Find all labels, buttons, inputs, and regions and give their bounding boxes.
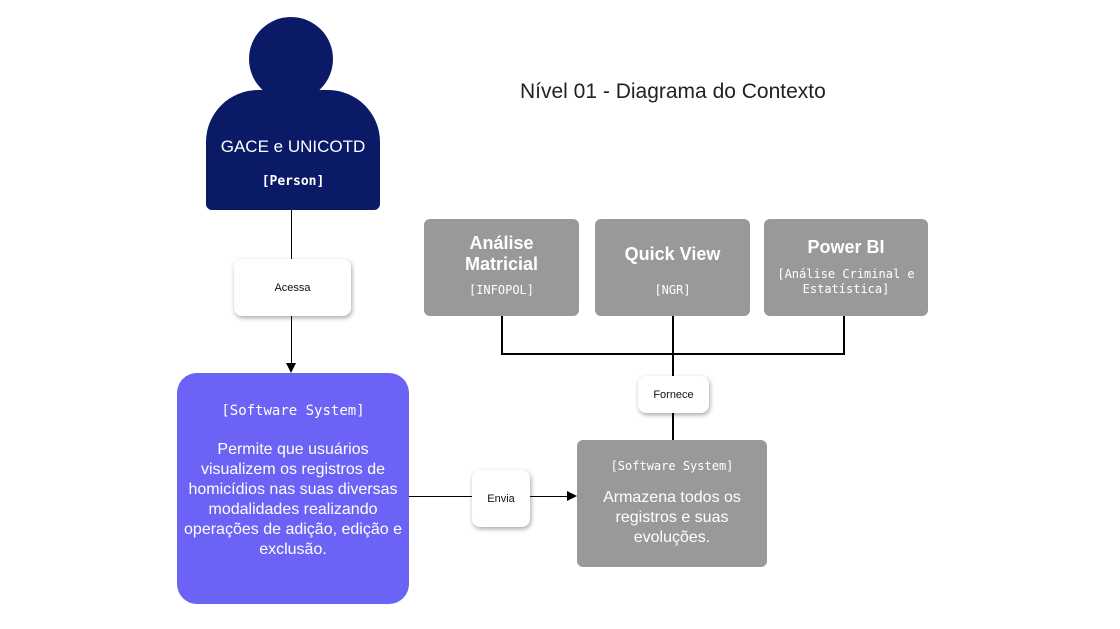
fornece-connector-left <box>501 316 503 354</box>
external-system-analise-matricial[interactable]: Análise Matricial [INFOPOL] <box>424 219 579 316</box>
external-system-power-bi[interactable]: Power BI [Análise Criminal e Estatística… <box>764 219 928 316</box>
envia-label[interactable]: Envia <box>472 470 530 527</box>
fornece-connector-down-top <box>672 354 674 376</box>
external-system-type: [INFOPOL] <box>468 283 535 297</box>
fornece-connector-middle <box>672 316 674 354</box>
person-name: GACE e UNICOTD <box>220 137 366 156</box>
acessa-connector-bottom <box>291 316 292 364</box>
fornece-connector-right <box>843 316 845 354</box>
storage-software-system[interactable]: [Software System] Armazena todos os regi… <box>577 440 767 567</box>
external-system-name: Power BI <box>807 237 885 257</box>
envia-arrowhead <box>567 491 577 501</box>
storage-system-type: [Software System] <box>610 459 734 473</box>
person-type: [Person] <box>261 174 325 189</box>
external-system-name: Quick View <box>624 244 721 264</box>
fornece-label[interactable]: Fornece <box>638 376 709 413</box>
acessa-label[interactable]: Acessa <box>234 259 351 316</box>
envia-connector-right <box>530 496 568 497</box>
main-system-description: Permite que usuários visualizem os regis… <box>184 441 402 558</box>
envia-connector-left <box>409 496 472 497</box>
external-system-quick-view[interactable]: Quick View [NGR] <box>595 219 750 316</box>
acessa-connector-top <box>291 210 292 259</box>
main-system-type: [Software System] <box>221 403 365 419</box>
external-system-type: [NGR] <box>654 283 691 297</box>
diagram-title: Nível 01 - Diagrama do Contexto <box>520 80 826 103</box>
person-node[interactable]: GACE e UNICOTD [Person] <box>206 90 380 210</box>
person-head-shape <box>249 17 333 101</box>
external-system-type: [Análise Criminal e Estatística] <box>777 267 915 296</box>
fornece-connector-down-bottom <box>672 413 674 440</box>
storage-system-description: Armazena todos os registros e suas evolu… <box>603 489 741 546</box>
main-software-system[interactable]: [Software System] Permite que usuários v… <box>177 373 409 604</box>
external-system-name: Análise Matricial <box>464 233 539 274</box>
acessa-arrowhead <box>286 363 296 373</box>
